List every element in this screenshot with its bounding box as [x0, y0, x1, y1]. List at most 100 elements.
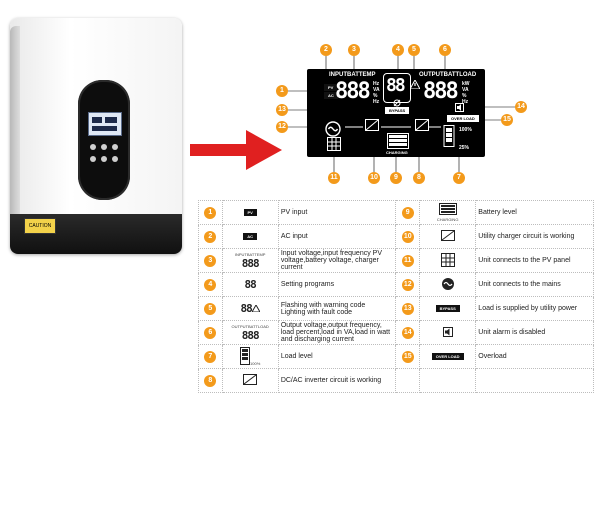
legend-num: 14	[401, 326, 414, 339]
legend-num: 6	[204, 326, 217, 339]
unit-label: VA	[373, 87, 380, 93]
legend-desc: AC input	[277, 224, 397, 249]
lcd-digits-left: 888	[335, 79, 371, 104]
lcd-load-100: 100%	[459, 127, 472, 133]
legend-desc: Load level	[277, 344, 397, 369]
lcd-digits-right: 888	[423, 79, 459, 104]
inverter-button	[90, 144, 96, 150]
callout-6: 6	[439, 44, 451, 56]
unit-label: Hz	[462, 99, 469, 105]
mute-icon	[442, 326, 453, 337]
callout-10: 10	[368, 172, 380, 184]
callout-8: 8	[413, 172, 425, 184]
pv-panel-icon	[440, 252, 455, 267]
lcd-display: INPUTBATTEMP OUTPUTBATTLOAD PV AC 888 Hz…	[307, 69, 485, 157]
lcd-left-units: Hz VA % Hz	[373, 81, 380, 105]
table-row: 5 88 Flashing with warning code Lighting…	[198, 296, 594, 321]
legend-desc: Utility charger circuit is working	[475, 224, 594, 249]
unit-label: %	[462, 93, 467, 99]
mains-icon	[325, 121, 341, 137]
unit-label: Hz	[373, 81, 380, 87]
legend-num: 2	[204, 230, 217, 243]
legend-desc: Battery level	[475, 200, 594, 225]
callout-14: 14	[515, 101, 527, 113]
red-arrow-icon	[190, 130, 282, 170]
lcd-right-units: kW VA % Hz	[462, 81, 470, 105]
legend-desc: Unit connects to the PV panel	[475, 248, 594, 273]
legend-num: 5	[204, 302, 217, 315]
unit-label: kW	[462, 81, 470, 87]
caution-label: CAUTION	[24, 218, 56, 234]
legend-desc: Setting programs	[277, 272, 397, 297]
setting-digits-icon: 88	[244, 278, 257, 291]
input-digits-icon: 888	[241, 256, 260, 270]
callout-1: 1	[276, 85, 288, 97]
lcd-load-25: 25%	[459, 145, 470, 151]
lcd-input-label: INPUTBATTEMP	[329, 72, 376, 78]
inverter-button	[101, 144, 107, 150]
mains-icon	[441, 277, 454, 290]
warning-digits-icon: 88	[240, 302, 253, 315]
overload-tag-icon: OVER LOAD	[431, 353, 464, 360]
callout-2: 2	[320, 44, 332, 56]
callout-15: 15	[501, 114, 513, 126]
utility-charger-icon	[440, 230, 455, 241]
setting-icon	[393, 99, 401, 107]
lcd-digits-mid: 88	[386, 75, 406, 96]
load-100-label: 100%	[250, 360, 261, 366]
battery-icon	[387, 133, 409, 149]
flow-arrows	[345, 126, 441, 128]
table-row: 1 PV PV input 9 CHARGING Battery level	[198, 200, 594, 225]
legend-num: 4	[204, 278, 217, 291]
lcd-output-label: OUTPUTBATTLOAD	[419, 72, 477, 78]
inverter-button	[101, 156, 107, 162]
pv-tag-icon: PV	[243, 209, 257, 216]
legend-table: 1 PV PV input 9 CHARGING Battery level 2…	[198, 200, 594, 393]
table-row: 7 100% Load level 15 OVER LOAD Overload	[198, 344, 594, 369]
legend-desc: Output voltage,output frequency, load pe…	[277, 320, 397, 345]
legend-num: 9	[401, 206, 414, 219]
inverter-circuit-icon	[243, 374, 258, 385]
inverter-control-panel	[78, 80, 130, 200]
load-level-icon	[240, 346, 251, 365]
inverter-side	[10, 26, 20, 246]
legend-desc: Unit connects to the mains	[475, 272, 594, 297]
inverter-button	[112, 156, 118, 162]
legend-desc: Input voltage,input frequency PV voltage…	[277, 248, 397, 273]
table-row: 8 DC/AC inverter circuit is working	[198, 368, 594, 393]
table-row: 2 AC AC input 10 Utility charger circuit…	[198, 224, 594, 249]
legend-num: 7	[204, 350, 217, 363]
lcd-bypass-tag: BYPASS	[385, 107, 410, 114]
lcd-ac-tag: AC	[324, 92, 338, 99]
legend-desc-fault: Lighting with fault code	[280, 308, 353, 316]
bypass-tag-icon: BYPASS	[435, 305, 460, 312]
pv-panel-icon	[327, 137, 341, 151]
inverter-image: CAUTION	[10, 18, 182, 254]
warning-icon	[410, 80, 420, 89]
output-batt-load-label: OUTPUTBATTLOAD	[231, 323, 269, 329]
callout-3: 3	[348, 44, 360, 56]
lcd-overload-tag: OVER LOAD	[447, 115, 479, 122]
legend-num: 11	[401, 254, 414, 267]
legend-num: 12	[401, 278, 414, 291]
legend-num: 15	[401, 350, 414, 363]
output-digits-icon: 888	[241, 328, 260, 342]
callout-12: 12	[276, 121, 288, 133]
warning-icon	[250, 303, 261, 313]
inverter-mini-lcd	[88, 112, 122, 136]
callout-4: 4	[392, 44, 404, 56]
legend-desc: Load is supplied by utility power	[475, 296, 594, 321]
callout-5: 5	[408, 44, 420, 56]
legend-desc: Unit alarm is disabled	[475, 320, 594, 345]
load-level-icon	[443, 125, 455, 147]
inverter-circuit-icon	[415, 119, 429, 131]
unit-label: VA	[462, 87, 469, 93]
mute-icon	[455, 103, 464, 112]
inverter-button	[90, 156, 96, 162]
legend-num: 10	[401, 230, 414, 243]
lcd-pv-tag: PV	[324, 84, 338, 91]
unit-label: %	[373, 93, 378, 99]
charger-circuit-icon	[365, 119, 379, 131]
